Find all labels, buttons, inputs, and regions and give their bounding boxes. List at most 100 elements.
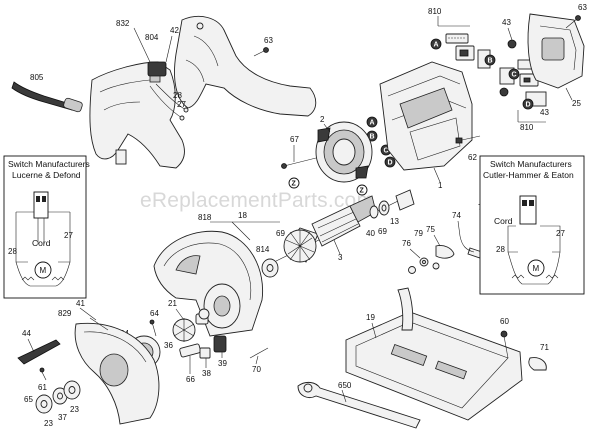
callout-650: 650 <box>338 381 352 390</box>
lower-blade-guard-829 <box>17 317 160 425</box>
letter-markers: A B C D A B C D Z Z <box>288 38 534 196</box>
callout-21: 21 <box>168 299 177 308</box>
callout-63-top: 63 <box>264 36 273 45</box>
callout-13: 13 <box>390 217 399 226</box>
marker-z-left-text: Z <box>292 181 297 188</box>
callout-18: 18 <box>238 211 247 220</box>
pin-70 <box>249 347 269 359</box>
callout-60: 60 <box>500 317 509 326</box>
callout-67: 67 <box>290 135 299 144</box>
screw-63-top <box>253 47 269 57</box>
callout-39: 39 <box>218 359 227 368</box>
callout-41: 41 <box>76 299 85 308</box>
callout-805: 805 <box>30 73 44 82</box>
callout-832: 832 <box>116 19 130 28</box>
callout-79: 79 <box>414 229 423 238</box>
field-coil-2 <box>315 121 373 183</box>
marker-a-top-text: A <box>434 42 439 49</box>
right-box-num-28: 28 <box>496 245 505 254</box>
callout-76: 76 <box>402 239 411 248</box>
callouts-top-right: 810 43 63 25 43 810 <box>428 3 587 132</box>
marker-d-top-text: D <box>526 102 531 109</box>
end-cap-25 <box>527 13 585 89</box>
left-box-num-28: 28 <box>8 247 17 256</box>
marker-d-mid-text: D <box>388 160 393 167</box>
callout-42: 42 <box>170 26 179 35</box>
callout-19: 19 <box>366 313 375 322</box>
right-motor-label: M <box>533 264 540 273</box>
armature-3 <box>265 195 401 267</box>
callouts-lower-guard: 41 829 44 61 65 23 37 23 <box>22 299 97 428</box>
callout-62: 62 <box>468 153 477 162</box>
callout-61: 61 <box>38 383 47 392</box>
callout-1: 1 <box>438 181 443 190</box>
callout-27-top: 27 <box>177 100 186 109</box>
marker-b-mid-text: B <box>370 134 375 141</box>
gear-21 <box>172 308 210 342</box>
callout-810-top: 810 <box>428 7 442 16</box>
right-box-title-1: Switch Manufacturers <box>490 159 572 169</box>
callouts-base: 19 60 71 650 <box>338 313 549 403</box>
left-switch-box: Switch Manufacturers Lucerne & Defond Co… <box>3 155 90 299</box>
callout-28-top: 28 <box>173 91 182 100</box>
callout-44: 44 <box>22 329 31 338</box>
bearings-69-40-13 <box>261 189 415 278</box>
callout-66: 66 <box>186 375 195 384</box>
wires-28-27 <box>149 83 189 121</box>
knob-60-71 <box>500 330 547 371</box>
left-box-title-1: Switch Manufacturers <box>8 159 90 169</box>
callout-63-right: 63 <box>578 3 587 12</box>
base-plate-19 <box>345 287 523 421</box>
screw-63-right <box>565 15 581 29</box>
marker-a-mid <box>366 116 378 128</box>
callout-38: 38 <box>202 369 211 378</box>
washers-23-65 <box>35 367 81 414</box>
marker-c-mid-text: C <box>384 148 389 155</box>
left-cord-label: Cord <box>32 238 51 248</box>
right-cord-label: Cord <box>494 216 513 226</box>
callouts-top-left: 832 804 42 805 28 27 63 <box>30 19 273 109</box>
right-box-title-2: Cutler-Hammer & Eaton <box>483 170 574 180</box>
marker-z-left <box>288 177 300 189</box>
callout-43-bottom: 43 <box>540 108 549 117</box>
left-box-title-2: Lucerne & Defond <box>12 170 81 180</box>
callout-65: 65 <box>24 395 33 404</box>
callout-23-left: 23 <box>44 419 53 428</box>
callout-70: 70 <box>252 365 261 374</box>
callout-804: 804 <box>145 33 159 42</box>
callout-69-right: 69 <box>378 227 387 236</box>
callout-810-bottom: 810 <box>520 123 534 132</box>
fan-blades <box>283 229 317 263</box>
callout-71: 71 <box>540 343 549 352</box>
marker-c-top-text: C <box>512 72 517 79</box>
callout-2: 2 <box>320 115 325 124</box>
callout-37: 37 <box>58 413 67 422</box>
callout-69-left: 69 <box>276 229 285 238</box>
watermark-text: eReplacementParts.com <box>140 189 374 212</box>
marker-c-top <box>508 68 520 80</box>
callout-40: 40 <box>366 229 375 238</box>
power-cord-805 <box>11 81 83 113</box>
callout-23-right: 23 <box>70 405 79 414</box>
callout-43-top: 43 <box>502 18 511 27</box>
wrench-650 <box>297 381 421 429</box>
marker-z-right <box>356 184 368 196</box>
marker-d-mid <box>384 156 396 168</box>
rear-handle-cover <box>174 16 317 117</box>
marker-z-right-text: Z <box>360 188 365 195</box>
callouts-center-top: 2 67 62 1 <box>290 115 477 190</box>
right-box-num-27: 27 <box>556 229 565 238</box>
marker-a-mid-text: A <box>370 120 375 127</box>
callout-75: 75 <box>426 225 435 234</box>
switch-804 <box>147 61 167 83</box>
callout-829: 829 <box>58 309 72 318</box>
callout-818: 818 <box>198 213 212 222</box>
callout-36: 36 <box>164 341 173 350</box>
marker-b-top <box>484 54 496 66</box>
marker-d-top <box>522 98 534 110</box>
marker-a-top <box>430 38 442 50</box>
left-switch-block <box>33 191 49 219</box>
callout-74: 74 <box>452 211 461 220</box>
left-motor-label: M <box>40 266 47 275</box>
